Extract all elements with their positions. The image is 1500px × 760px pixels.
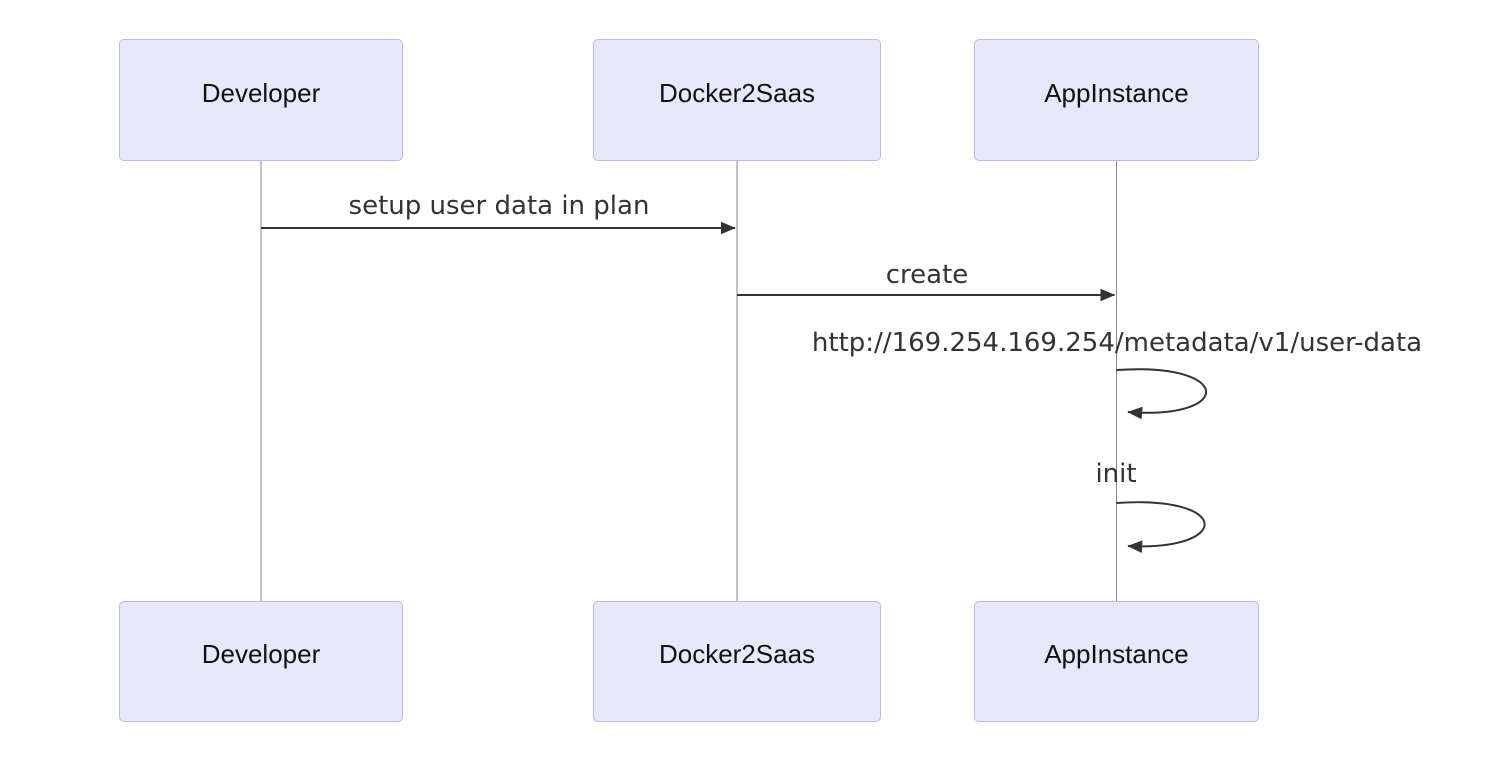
actor-label: AppInstance xyxy=(1044,639,1189,669)
actor-label: Developer xyxy=(201,77,321,108)
message-label-setup-user-data: setup user data in plan xyxy=(348,191,650,221)
actor-box-docker2saas-bottom: Docker2Saas xyxy=(593,601,881,722)
self-loop-arrow-init xyxy=(1116,501,1206,554)
actor-box-docker2saas-top: Docker2Saas xyxy=(593,39,881,161)
self-loop-arrow-user-data xyxy=(1116,368,1208,420)
actor-box-appinstance-top: AppInstance xyxy=(974,39,1259,161)
message-label-create: create xyxy=(885,260,969,290)
message-label-init: init xyxy=(1095,459,1137,489)
actor-label: AppInstance xyxy=(1044,77,1189,108)
actor-label: Developer xyxy=(201,639,321,669)
actor-box-appinstance-bottom: AppInstance xyxy=(974,601,1259,722)
actor-box-developer-top: Developer xyxy=(119,39,403,161)
actor-box-developer-bottom: Developer xyxy=(119,601,403,722)
actor-label: Docker2Saas xyxy=(658,639,816,669)
message-label-user-data-url: http://169.254.169.254/metadata/v1/user-… xyxy=(811,328,1423,358)
actor-label: Docker2Saas xyxy=(658,77,816,108)
